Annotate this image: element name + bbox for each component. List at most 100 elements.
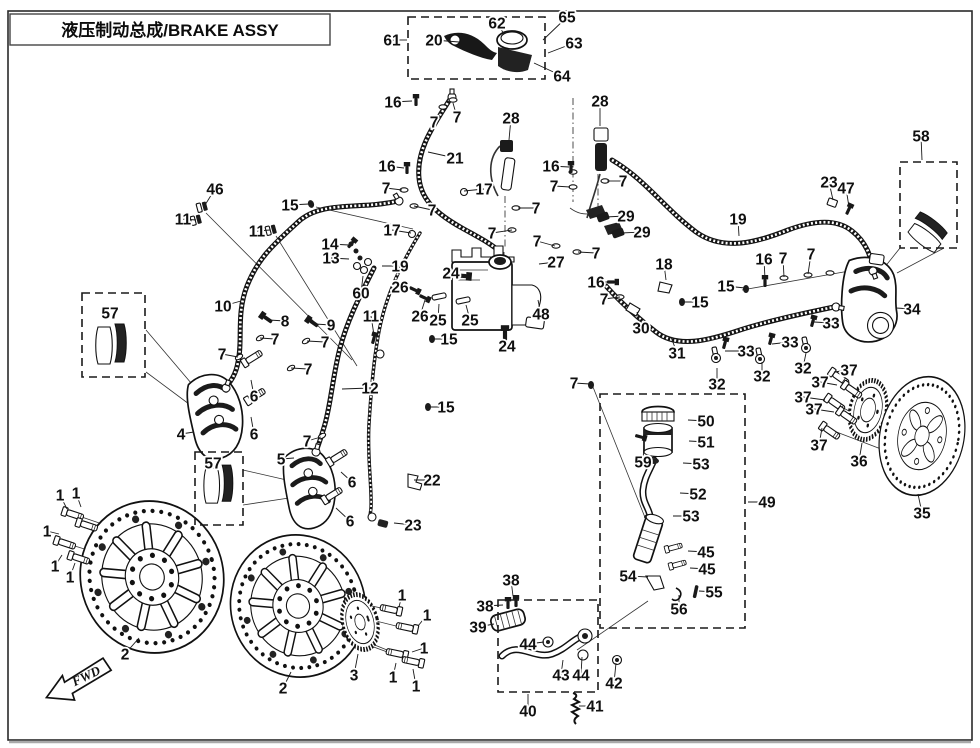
callout-leader-16 <box>763 258 766 280</box>
callout-leader-1 <box>411 647 425 653</box>
callout-2: 2 <box>279 681 288 698</box>
callout-leader-33 <box>813 321 832 324</box>
callout-9: 9 <box>327 318 336 335</box>
callout-leader-8 <box>268 319 286 322</box>
callout-37: 37 <box>840 363 857 380</box>
callout-1: 1 <box>56 488 65 505</box>
callout-19: 19 <box>729 212 747 229</box>
callout-62: 62 <box>488 16 505 33</box>
callout-7: 7 <box>382 181 391 198</box>
callout-leader-50 <box>687 419 707 422</box>
callout-58: 58 <box>912 129 930 146</box>
callout-42: 42 <box>605 676 622 693</box>
callout-1: 1 <box>389 670 398 687</box>
callout-47: 47 <box>837 181 854 198</box>
callout-leader-19 <box>737 218 740 237</box>
wheel-speed-sensor-rear <box>586 127 609 219</box>
callout-1: 1 <box>43 524 52 541</box>
callout-leader-43 <box>560 659 564 676</box>
callout-leader-14 <box>329 243 350 246</box>
callout-leader-25 <box>437 303 440 321</box>
callout-leader-1 <box>75 492 82 508</box>
fwd-arrow: FWD <box>44 657 113 701</box>
callout-leader-23 <box>828 181 834 201</box>
callout-48: 48 <box>532 307 550 324</box>
callout-26: 26 <box>411 309 429 326</box>
callout-leader-4 <box>180 431 195 435</box>
callout-46: 46 <box>206 182 224 199</box>
front-brake-pads-57a <box>95 323 127 365</box>
callout-leader-64 <box>533 62 563 77</box>
callout-54: 54 <box>619 569 637 586</box>
callout-6: 6 <box>346 514 355 531</box>
callout-41: 41 <box>586 699 604 716</box>
callout-leader-42 <box>613 662 617 684</box>
callout-leader-63 <box>547 42 575 54</box>
callout-32: 32 <box>753 369 770 386</box>
callout-24: 24 <box>498 339 516 356</box>
callout-23: 23 <box>404 518 422 535</box>
callout-leader-25 <box>465 304 471 321</box>
callout-51: 51 <box>697 435 715 452</box>
callout-leader-6 <box>335 507 351 522</box>
callout-37: 37 <box>794 390 811 407</box>
callout-leader-2 <box>124 637 140 655</box>
callout-10: 10 <box>214 299 231 316</box>
callout-leader-5 <box>280 457 295 460</box>
callout-28: 28 <box>502 111 520 128</box>
callout-leader-6 <box>250 416 255 435</box>
callout-49: 49 <box>758 495 776 512</box>
callout-leader-48 <box>537 299 542 315</box>
callout-37: 37 <box>805 402 822 419</box>
callout-17: 17 <box>383 223 400 240</box>
callout-65: 65 <box>558 10 576 27</box>
front-brake-hose-10 <box>223 198 401 390</box>
reservoir-51 <box>643 422 673 458</box>
callout-4: 4 <box>177 427 186 444</box>
callout-leader-44 <box>580 656 583 676</box>
callout-55: 55 <box>705 585 723 602</box>
callout-7: 7 <box>304 362 313 379</box>
callout-leader-7 <box>413 205 433 211</box>
master-cylinder-body <box>498 47 532 73</box>
callout-leader-7 <box>259 337 276 340</box>
callout-leader-6 <box>340 471 353 483</box>
return-spring-41 <box>569 692 582 725</box>
callout-1: 1 <box>66 570 75 587</box>
callout-leader-24 <box>450 272 465 277</box>
callout-leader-1 <box>398 594 403 608</box>
callout-7: 7 <box>550 179 559 196</box>
callout-35: 35 <box>913 506 931 523</box>
callout-38: 38 <box>476 599 494 616</box>
callout-16: 16 <box>755 252 773 269</box>
callout-28: 28 <box>591 94 609 111</box>
callout-30: 30 <box>632 321 649 338</box>
callout-11: 11 <box>249 224 266 241</box>
callout-leader-7 <box>306 436 322 442</box>
callout-7: 7 <box>428 203 437 220</box>
callout-33: 33 <box>781 335 799 352</box>
callout-14: 14 <box>321 237 339 254</box>
callout-6: 6 <box>250 389 259 406</box>
callout-15: 15 <box>437 400 455 417</box>
callout-leader-9 <box>314 323 332 326</box>
page-title: 液压制动总成/BRAKE ASSY <box>61 20 279 40</box>
callout-25: 25 <box>461 313 479 330</box>
callout-leader-7 <box>433 108 443 123</box>
callout-leader-13 <box>330 257 350 260</box>
callout-40: 40 <box>519 704 536 721</box>
callout-3: 3 <box>350 668 359 685</box>
dashed-group-box <box>599 393 746 629</box>
callout-leader-65 <box>542 16 568 41</box>
callout-61: 61 <box>383 33 401 50</box>
callout-7: 7 <box>532 201 541 218</box>
callout-7: 7 <box>321 335 330 352</box>
callout-26: 26 <box>391 280 409 297</box>
callout-31: 31 <box>668 346 686 363</box>
callout-2: 2 <box>121 647 130 664</box>
callout-leader-29 <box>620 231 643 234</box>
callout-leader-33 <box>771 341 791 345</box>
callout-53: 53 <box>682 509 700 526</box>
callout-44: 44 <box>519 637 537 654</box>
callout-7: 7 <box>271 332 280 349</box>
